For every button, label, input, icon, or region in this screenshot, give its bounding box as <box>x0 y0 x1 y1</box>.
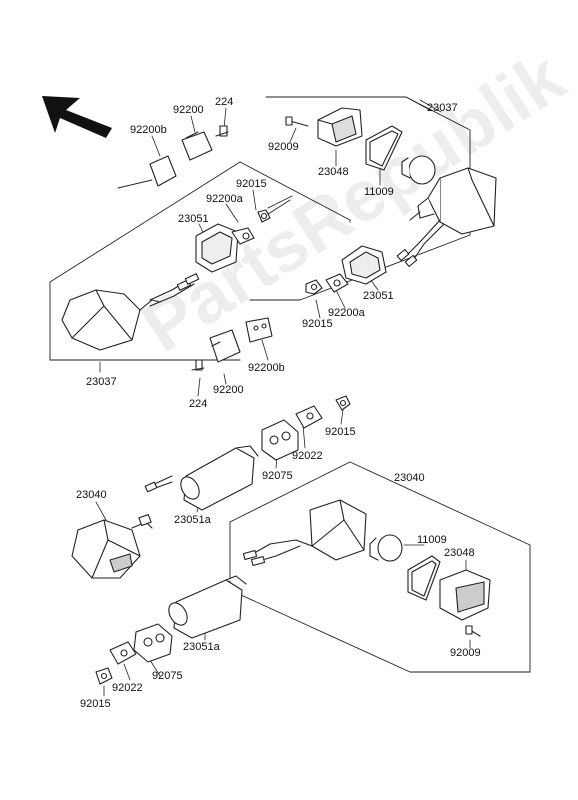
socket-holder-left <box>144 445 259 511</box>
turn-signal-lamp-left-rear <box>71 513 153 579</box>
label-92200a-top: 92200a <box>206 193 243 205</box>
label-92015-right: 92015 <box>325 426 356 438</box>
leader-lines <box>95 99 471 697</box>
socket-holder-bottom <box>168 575 247 639</box>
label-23040-right: 23040 <box>394 472 425 484</box>
turn-signal-lamp-right-rear <box>242 499 491 637</box>
label-23037-top: 23037 <box>427 102 458 114</box>
label-11009-bottom: 11009 <box>417 534 447 546</box>
label-11009-top: 11009 <box>364 186 394 198</box>
label-92022-bottom: 92022 <box>112 682 143 694</box>
label-23051-left: 23051 <box>178 213 209 225</box>
label-92200-mid: 92200 <box>213 384 244 396</box>
label-92200b: 92200b <box>130 124 167 136</box>
label-92075-mid: 92075 <box>262 470 293 482</box>
label-92075-bottom: 92075 <box>152 670 183 682</box>
mounting-bracket-middle <box>191 317 351 461</box>
label-23051-right: 23051 <box>363 290 394 302</box>
mounting-bracket-top <box>149 125 229 187</box>
label-92200: 92200 <box>173 104 204 116</box>
label-92015-top: 92015 <box>236 178 267 190</box>
label-92022-mid: 92022 <box>292 450 323 462</box>
label-224: 224 <box>215 96 234 108</box>
label-92009-top: 92009 <box>268 141 299 153</box>
direction-arrow-icon <box>42 96 112 138</box>
rubber-pads-bottom <box>95 623 173 685</box>
label-92200a-mid: 92200a <box>328 307 365 319</box>
label-92015-mid: 92015 <box>302 318 333 330</box>
label-23048-top: 23048 <box>318 166 349 178</box>
label-92200b-mid: 92200b <box>248 362 285 374</box>
turn-signal-lamp-left-front <box>61 209 271 351</box>
label-92015-bottom: 92015 <box>80 698 111 710</box>
label-23051a-bottom: 23051a <box>183 641 220 653</box>
label-224-mid: 224 <box>189 398 208 410</box>
label-23040-left: 23040 <box>76 489 107 501</box>
label-23048-bottom: 23048 <box>444 547 475 559</box>
label-23051a-left: 23051a <box>174 514 211 526</box>
turn-signal-lamp-right-front <box>285 107 497 295</box>
label-92009-bottom: 92009 <box>450 647 481 659</box>
label-23037-left: 23037 <box>86 376 117 388</box>
